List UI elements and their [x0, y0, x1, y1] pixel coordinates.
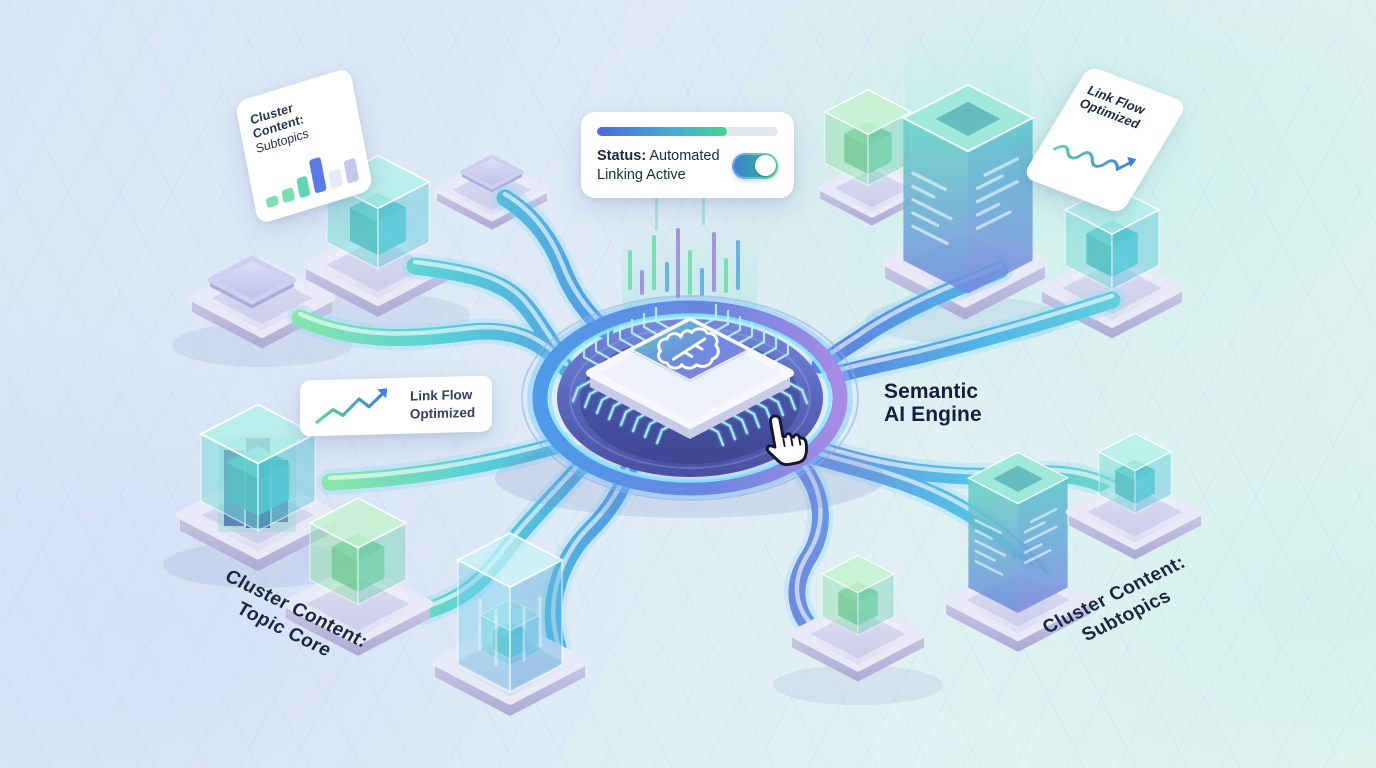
card-link-flow-top-right: Link Flow Optimized [1022, 65, 1188, 215]
bar [328, 168, 344, 189]
cluster-bottom-left [163, 403, 585, 716]
card-title-line1: Link Flow [410, 387, 473, 405]
cluster-bottom-right [773, 432, 1201, 705]
card-link-flow-left: Link Flow Optimized [299, 375, 493, 437]
hub-title-line1: Semantic [884, 380, 979, 403]
bar [295, 175, 311, 199]
content-tower-top-right [901, 83, 1035, 296]
status-text: Status: Automated Linking Active [597, 147, 732, 185]
chip-pins [571, 303, 809, 447]
bar [343, 157, 360, 184]
status-label: Status: [597, 148, 647, 164]
ai-chip [586, 317, 794, 439]
bar [281, 187, 295, 204]
cursor-hand-icon [755, 408, 817, 479]
trend-arrow-icon [315, 388, 388, 424]
hub-title-line2: AI Engine [884, 403, 982, 427]
tall-glass-box [455, 531, 565, 694]
status-card: Status: Automated Linking Active [581, 112, 794, 198]
linking-progress-bar [597, 127, 778, 136]
trend-arrow-icon [1053, 144, 1137, 172]
card-title-line2: Optimized [409, 404, 476, 422]
bar [309, 156, 328, 194]
status-value: Automated Linking Active [597, 148, 720, 183]
toggle-knob [754, 155, 776, 177]
brain-icon [657, 327, 720, 370]
linking-progress-fill [597, 127, 728, 136]
automated-linking-toggle[interactable] [732, 152, 778, 179]
hub-title: Semantic AI Engine [884, 380, 982, 426]
bar [265, 195, 279, 209]
